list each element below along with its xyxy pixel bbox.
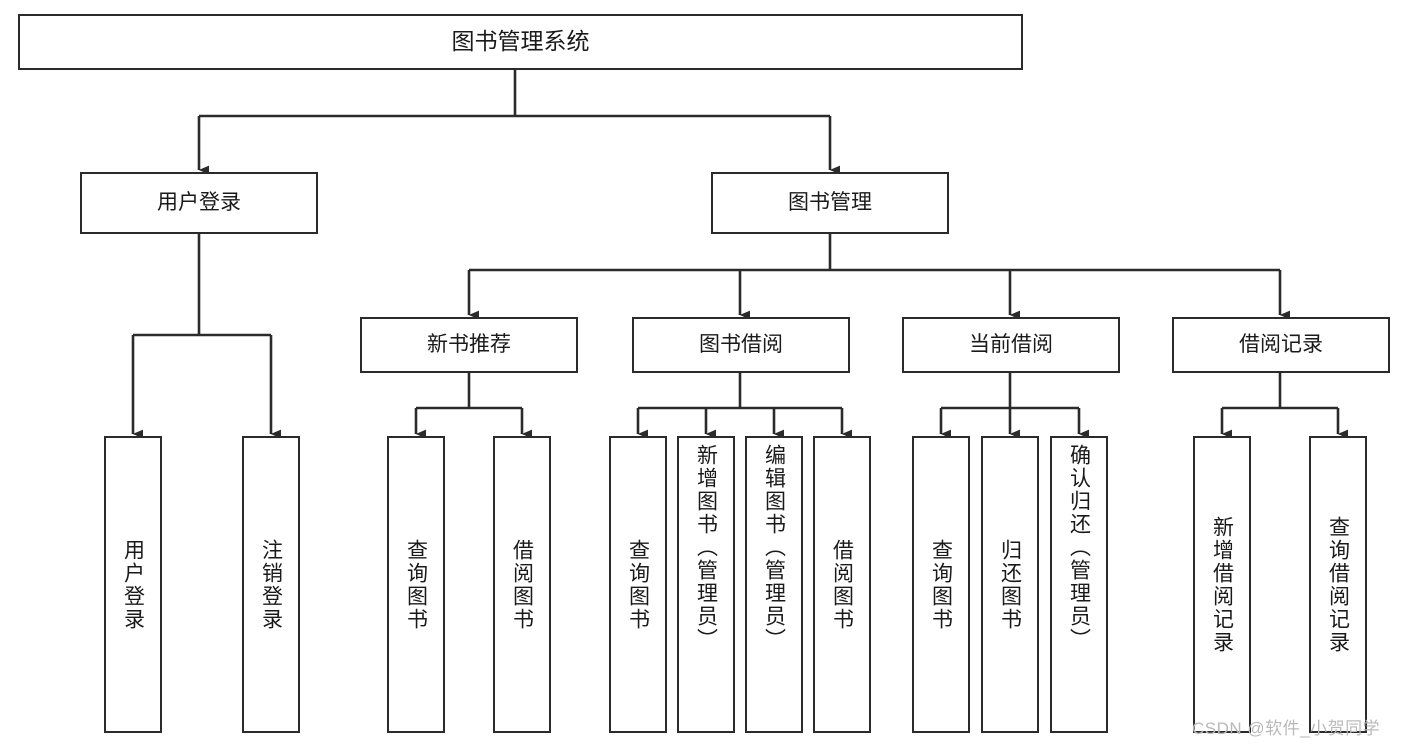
node-book-borrow[interactable]: 图书借阅 <box>632 317 850 373</box>
leaf-label: 新增借阅记录 <box>1210 515 1234 654</box>
leaf-borrow-book[interactable]: 借阅图书 <box>813 436 871 733</box>
leaf-label: 查询借阅记录 <box>1326 515 1350 654</box>
node-label: 用户登录 <box>157 190 241 214</box>
node-label: 图书管理系统 <box>451 28 590 55</box>
leaf-label: 编辑图书（管理员） <box>762 444 786 651</box>
leaf-return-book[interactable]: 归还图书 <box>981 436 1039 733</box>
node-root-book-management-system[interactable]: 图书管理系统 <box>18 14 1023 70</box>
leaf-label: 借阅图书 <box>830 538 854 631</box>
node-borrow-records[interactable]: 借阅记录 <box>1172 317 1390 373</box>
node-book-management[interactable]: 图书管理 <box>711 172 949 234</box>
leaf-add-book-admin[interactable]: 新增图书（管理员） <box>677 436 735 733</box>
node-new-book-recommend[interactable]: 新书推荐 <box>360 317 578 373</box>
leaf-label: 注销登录 <box>259 538 283 631</box>
csdn-watermark: CSDN @软件_小贺同学 <box>1192 719 1381 738</box>
node-current-borrow[interactable]: 当前借阅 <box>902 317 1120 373</box>
leaf-edit-book-admin[interactable]: 编辑图书（管理员） <box>745 436 803 733</box>
node-label: 新书推荐 <box>427 332 511 356</box>
leaf-label: 新增图书（管理员） <box>694 444 718 651</box>
leaf-logout[interactable]: 注销登录 <box>242 436 300 733</box>
node-user-login[interactable]: 用户登录 <box>80 172 318 234</box>
leaf-add-borrow-record[interactable]: 新增借阅记录 <box>1193 436 1251 733</box>
leaf-confirm-return-admin[interactable]: 确认归还（管理员） <box>1050 436 1108 733</box>
leaf-query-borrow-record[interactable]: 查询借阅记录 <box>1309 436 1367 733</box>
leaf-label: 用户登录 <box>121 538 145 631</box>
leaf-query-book-recommend[interactable]: 查询图书 <box>387 436 445 733</box>
leaf-label: 借阅图书 <box>510 538 534 631</box>
node-label: 借阅记录 <box>1239 332 1323 356</box>
node-label: 当前借阅 <box>969 332 1053 356</box>
leaf-label: 查询图书 <box>929 538 953 631</box>
leaf-label: 归还图书 <box>998 538 1022 631</box>
leaf-label: 确认归还（管理员） <box>1067 444 1091 651</box>
leaf-query-book-current[interactable]: 查询图书 <box>912 436 970 733</box>
leaf-label: 查询图书 <box>626 538 650 631</box>
leaf-user-login[interactable]: 用户登录 <box>104 436 162 733</box>
node-label: 图书管理 <box>788 190 872 214</box>
leaf-label: 查询图书 <box>404 538 428 631</box>
node-label: 图书借阅 <box>699 332 783 356</box>
leaf-query-book-borrow[interactable]: 查询图书 <box>609 436 667 733</box>
leaf-borrow-book-recommend[interactable]: 借阅图书 <box>493 436 551 733</box>
